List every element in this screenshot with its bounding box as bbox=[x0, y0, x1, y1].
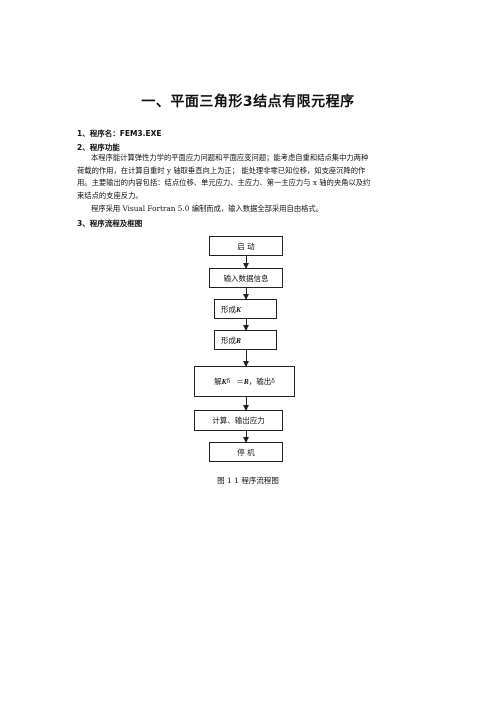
flow-form-r-prefix: 形成 bbox=[221, 335, 236, 345]
flow-stop-box: 停 机 bbox=[209, 442, 283, 462]
flow-solve-prefix: 解 bbox=[214, 377, 222, 386]
flow-arrow-2 bbox=[243, 288, 249, 300]
solve-k-symbol: K bbox=[221, 377, 227, 386]
flow-arrow-5 bbox=[243, 397, 249, 411]
figure-caption: 图 1 1 程序流程图 bbox=[217, 476, 279, 485]
flow-arrow-3 bbox=[243, 319, 249, 331]
function-paragraph-line-4: 束结点的支座反力。 bbox=[77, 190, 143, 200]
flow-input-box: 输入数据信息 bbox=[209, 268, 283, 288]
flow-compute-label: 计算、输出应力 bbox=[212, 416, 265, 425]
flow-compute-box: 计算、输出应力 bbox=[194, 410, 283, 431]
solve-output-label: ，输出 bbox=[248, 377, 272, 386]
solve-equals: ＝ bbox=[236, 377, 244, 386]
flow-input-label: 输入数据信息 bbox=[223, 273, 269, 283]
flow-start-label: 启 动 bbox=[237, 241, 255, 251]
section-3-heading: 3、程序流程及框图 bbox=[77, 219, 143, 228]
section-1-label: 1、程序名： bbox=[77, 129, 120, 138]
flow-arrow-4 bbox=[243, 350, 249, 367]
language-paragraph: 程序采用 Visual Fortran 5.0 编制而成，输入数据全部采用自由格… bbox=[91, 204, 324, 213]
stiffness-matrix-symbol: K bbox=[236, 304, 242, 314]
solve-r-symbol: R bbox=[243, 377, 249, 386]
solve-delta-symbol-1: δ bbox=[226, 378, 231, 385]
section-2-heading: 2、程序功能 bbox=[77, 143, 120, 152]
flow-form-k-prefix: 形成 bbox=[221, 304, 236, 314]
flow-arrow-1 bbox=[243, 256, 249, 269]
function-paragraph-line-2: 荷载的作用，在计算自重时 y 轴取垂直向上为正； 能处理非零已知位移，如支座沉降… bbox=[77, 165, 366, 175]
flow-start-box: 启 动 bbox=[209, 236, 283, 256]
section-1-heading: 1、程序名：FEM3.EXE bbox=[77, 128, 162, 139]
solve-delta-symbol-2: δ bbox=[271, 378, 275, 385]
program-name: FEM3.EXE bbox=[119, 129, 162, 138]
flow-stop-label: 停 机 bbox=[237, 447, 255, 457]
page-title: 一、平面三角形3结点有限元程序 bbox=[141, 94, 355, 110]
load-vector-symbol: R bbox=[236, 335, 242, 345]
flow-arrow-6 bbox=[243, 431, 249, 443]
function-paragraph-line-3: 用。主要输出的内容包括：结点位移、单元应力、主应力、第一主应力与 x 轴的夹角以… bbox=[77, 178, 371, 187]
function-paragraph-line-1: 本程序能计算弹性力学的平面应力问题和平面应变问题；能考虑自重和结点集中力两种 bbox=[91, 153, 369, 162]
